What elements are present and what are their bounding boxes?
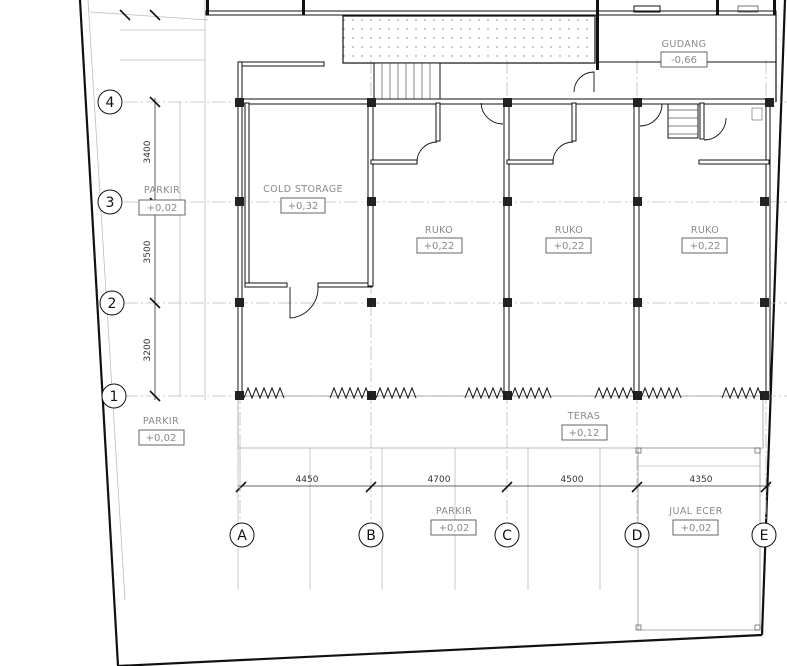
room-label-cold-storage: COLD STORAGE +0,32 <box>263 184 343 214</box>
planter-area <box>342 15 596 64</box>
row-dimensions: 3400 3500 3200 <box>143 140 153 361</box>
folding-doors <box>243 386 763 400</box>
svg-text:JUAL ECER: JUAL ECER <box>668 506 722 517</box>
col-dim-cd: 4500 <box>561 475 584 485</box>
room-label-ruko-2: RUKO +0,22 <box>545 225 592 254</box>
svg-text:TERAS: TERAS <box>567 411 601 422</box>
svg-text:E: E <box>760 528 769 544</box>
svg-text:+0,02: +0,02 <box>681 523 712 534</box>
grid-bubble-col-b: B <box>358 522 384 548</box>
svg-text:COLD STORAGE: COLD STORAGE <box>263 184 343 195</box>
col-dim-ab: 4450 <box>296 475 319 485</box>
svg-text:PARKIR: PARKIR <box>144 185 180 196</box>
grid-lines <box>124 0 787 520</box>
parking-stall-lines <box>120 29 601 590</box>
svg-text:+0,12: +0,12 <box>569 428 600 439</box>
svg-text:+0,22: +0,22 <box>554 241 585 252</box>
grid-bubble-col-a: A <box>229 522 255 548</box>
svg-text:-0,66: -0,66 <box>671 55 697 66</box>
stairs-small <box>667 101 699 139</box>
row-grid-bubbles: 4 3 2 1 <box>97 89 127 409</box>
svg-text:+0,02: +0,02 <box>439 523 470 534</box>
svg-text:2: 2 <box>108 296 117 312</box>
svg-text:D: D <box>632 528 643 544</box>
svg-text:PARKIR: PARKIR <box>143 416 179 427</box>
svg-text:+0,02: +0,02 <box>147 203 178 214</box>
row-dim-32: 3500 <box>143 240 153 263</box>
room-label-gudang: GUDANG -0,66 <box>660 39 708 68</box>
svg-text:GUDANG: GUDANG <box>662 39 707 50</box>
svg-text:3: 3 <box>106 195 115 211</box>
room-label-teras: TERAS +0,12 <box>561 411 608 441</box>
room-label-parkir-bottom: PARKIR +0,02 <box>430 506 477 536</box>
room-label-jual-ecer: JUAL ECER +0,02 <box>668 506 722 536</box>
columns <box>235 98 774 400</box>
row-dim-21: 3200 <box>143 338 153 361</box>
grid-bubble-col-e: E <box>751 522 777 548</box>
svg-text:+0,22: +0,22 <box>424 241 455 252</box>
svg-text:RUKO: RUKO <box>555 225 583 236</box>
column-grid-bubbles: A B C D E <box>229 522 777 548</box>
grid-bubble-col-c: C <box>494 522 520 548</box>
col-dim-bc: 4700 <box>428 475 451 485</box>
grid-bubble-row-1: 1 <box>101 383 127 409</box>
svg-text:RUKO: RUKO <box>425 225 453 236</box>
svg-text:C: C <box>502 528 512 544</box>
room-label-parkir-top: PARKIR +0,02 <box>138 185 186 216</box>
grid-bubble-row-3: 3 <box>97 189 123 215</box>
grid-bubble-row-2: 2 <box>99 290 125 316</box>
svg-text:1: 1 <box>110 389 119 405</box>
svg-text:+0,02: +0,02 <box>146 433 177 444</box>
svg-text:RUKO: RUKO <box>691 225 719 236</box>
top-wall-strip <box>205 0 777 70</box>
grid-bubble-col-d: D <box>624 522 650 548</box>
svg-text:B: B <box>366 528 376 544</box>
room-label-ruko-1: RUKO +0,22 <box>416 225 463 254</box>
column-dimensions: 4450 4700 4500 4350 <box>296 475 713 485</box>
svg-text:+0,22: +0,22 <box>690 241 721 252</box>
room-label-parkir-left: PARKIR +0,02 <box>138 416 185 446</box>
svg-text:4: 4 <box>106 95 115 111</box>
grid-bubble-row-4: 4 <box>97 89 123 115</box>
svg-text:PARKIR: PARKIR <box>436 506 472 517</box>
column-dimension-line <box>235 448 772 493</box>
svg-text:+0,32: +0,32 <box>288 201 319 212</box>
row-dimension-line <box>119 9 161 402</box>
col-dim-de: 4350 <box>690 475 713 485</box>
stairs-main <box>373 62 441 101</box>
svg-text:A: A <box>237 528 247 544</box>
room-label-ruko-3: RUKO +0,22 <box>681 225 728 254</box>
row-dim-43: 3400 <box>143 140 153 163</box>
